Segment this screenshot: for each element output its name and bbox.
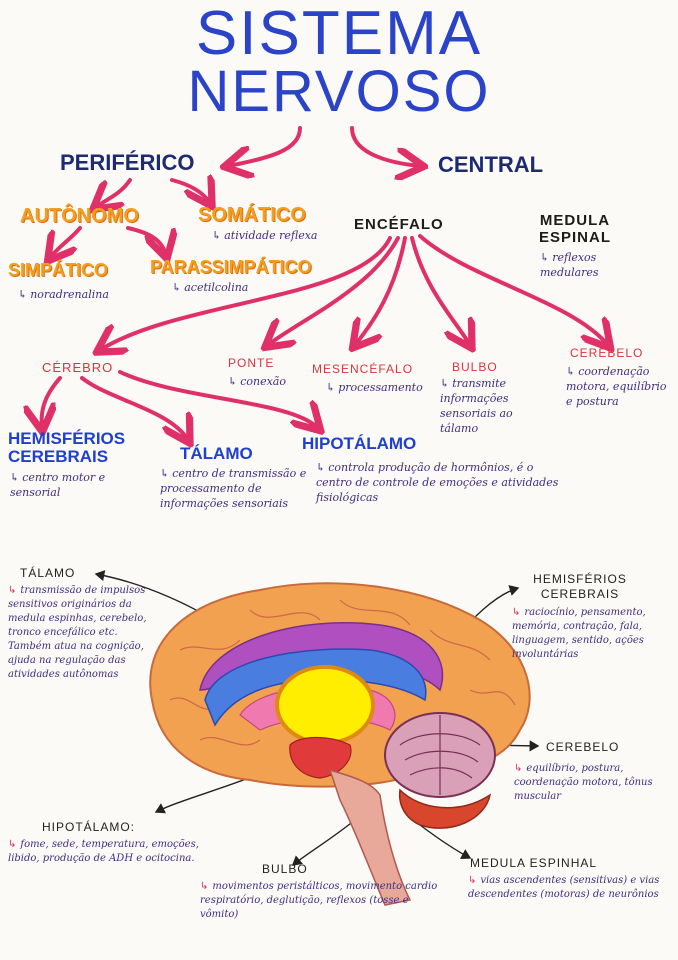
arrow-to-cerebro <box>100 236 392 350</box>
arrow-to-hemisferios <box>42 376 62 428</box>
arrow-to-cerebelo <box>418 234 608 345</box>
parassimpatico-note: ↳acetilcolina <box>172 281 249 294</box>
parassimpatico-heading: PARASSIMPÁTICO <box>150 257 312 277</box>
arrow-to-simpatico <box>50 226 82 258</box>
diagram-bulbo-label: BULBO <box>262 862 308 876</box>
diagram-hipotalamo-text: ↳fome, sede, temperatura, emoções, libid… <box>8 839 199 864</box>
brainstem-upper <box>289 736 352 779</box>
diagram-hipotalamo-label: HIPOTÁLAMO: <box>42 820 136 834</box>
arrow-to-talamo <box>80 376 188 440</box>
simpatico-heading: SIMPÁTICO <box>8 260 109 280</box>
arrow-to-autonomo <box>96 178 132 207</box>
mesencefalo-heading: MESENCÉFALO <box>312 362 414 376</box>
medula-heading: MEDULA ESPINAL <box>538 212 611 246</box>
diagram-cerebelo-text: ↳equilíbrio, postura, coordenação motora… <box>514 763 653 802</box>
pointer-medula <box>419 824 472 859</box>
pointer-bulbo <box>291 819 356 866</box>
central-heading: CENTRAL <box>438 152 544 177</box>
diagram-cerebelo-label: CEREBELO <box>546 740 620 754</box>
encefalo-heading: ENCÉFALO <box>354 216 444 233</box>
hemisferios-heading: HEMISFÉRIOS CEREBRAIS <box>8 429 126 466</box>
title-line-1: SISTEMA <box>195 0 483 68</box>
thalamus <box>275 665 375 745</box>
title-line-2: NERVOSO <box>187 59 491 124</box>
mesencefalo-note: ↳processamento <box>326 381 423 394</box>
corpus-callosum <box>204 648 427 727</box>
arrow-to-ponte <box>268 236 400 345</box>
diagram-talamo-text: ↳transmissão de impulsos sensitivos orig… <box>8 585 147 680</box>
hemisferios-note: ↳centro motor e sensorial <box>10 471 106 499</box>
somatico-heading: SOMÁTICO <box>198 204 306 226</box>
talamo-note: ↳centro de transmissão e processamento d… <box>160 467 307 510</box>
diagram-talamo-label: TÁLAMO <box>20 566 76 580</box>
talamo-heading: TÁLAMO <box>180 444 253 463</box>
simpatico-note: ↳noradrenalina <box>18 288 109 301</box>
diagram-bulbo-text: ↳movimentos peristálticos, movimento car… <box>200 881 438 920</box>
periferico-heading: PERIFÉRICO <box>60 150 195 175</box>
cerebro-heading: CÉREBRO <box>42 360 114 375</box>
somatico-note: ↳atividade reflexa <box>212 229 318 242</box>
hipotalamo-note: ↳controla produção de hormônios, é o cen… <box>316 461 559 504</box>
brainstem <box>328 768 412 906</box>
arrow-to-somatico <box>170 180 210 203</box>
arrow-to-hipotalamo <box>118 370 318 428</box>
diagram-medula-text: ↳vias ascendentes (sensitivas) e vias de… <box>468 875 660 900</box>
ponte-note: ↳conexão <box>228 375 286 388</box>
diagram-medula-label: MEDULA ESPINHAL <box>470 856 598 870</box>
bulbo-note: ↳transmite informações sensoriais ao tál… <box>440 377 513 435</box>
diagram-hemisferios-label: HEMISFÉRIOS CEREBRAIS <box>533 572 627 601</box>
bulbo-heading: BULBO <box>452 360 498 374</box>
hipotalamo-heading: HIPOTÁLAMO <box>302 434 417 453</box>
cerebellum-lower <box>398 788 492 829</box>
ponte-heading: PONTE <box>228 356 275 370</box>
cerebelo-note: ↳coordenação motora, equilíbrio e postur… <box>566 365 667 408</box>
diagram-hemisferios-text: ↳raciocínio, pensamento, memória, contra… <box>512 607 646 660</box>
medula-note: ↳reflexos medulares <box>540 251 599 279</box>
arrow-to-parassimpatico <box>126 226 166 255</box>
arrow-to-central <box>350 126 420 166</box>
arrow-to-mesencefalo <box>355 236 407 345</box>
arrow-to-bulbo <box>410 236 470 345</box>
arrow-to-periferico <box>228 126 302 166</box>
autonomo-heading: AUTÔNOMO <box>20 205 139 227</box>
cerebelo-heading: CEREBELO <box>570 346 644 360</box>
